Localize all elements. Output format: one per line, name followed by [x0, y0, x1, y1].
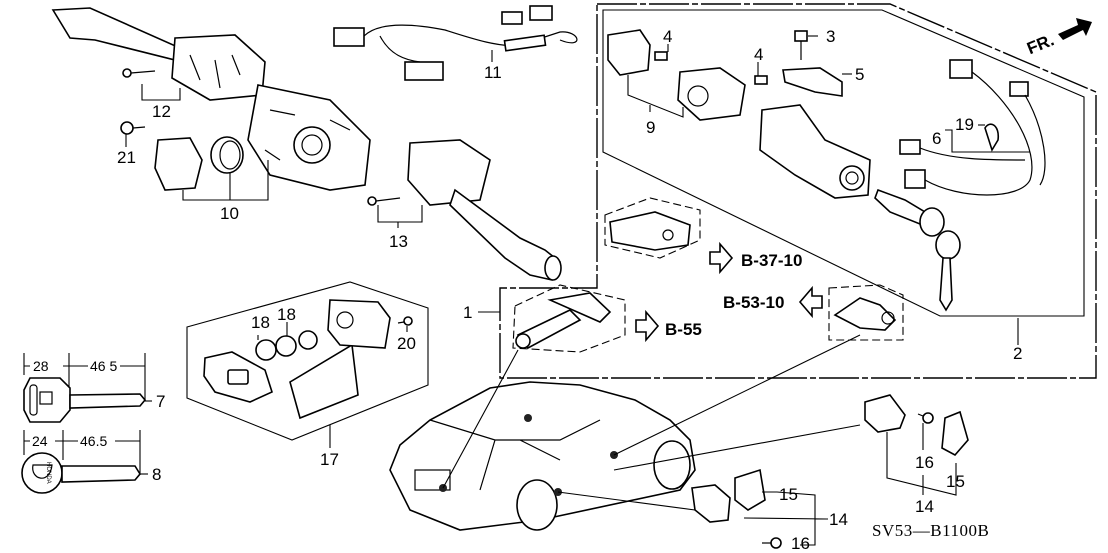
callout-13[interactable]: 13 — [389, 232, 408, 251]
callout-5[interactable]: 5 — [855, 65, 864, 84]
part-door-switch-front — [864, 394, 969, 457]
part-cable-reel — [154, 136, 244, 191]
callout-6[interactable]: 6 — [932, 129, 941, 148]
part-screw-20 — [397, 316, 413, 326]
front-arrow-icon — [1058, 18, 1092, 40]
part-ignition-switch-9 — [607, 29, 746, 121]
part-trunk-cylinder — [512, 284, 626, 353]
key-brand-label: HONDA — [45, 462, 51, 484]
reference-b-55: B-55 — [665, 320, 702, 339]
group-frame-keyless — [186, 281, 429, 441]
callout-4b[interactable]: 4 — [754, 45, 763, 64]
leader-13 — [377, 205, 423, 228]
callout-4a[interactable]: 4 — [663, 27, 672, 46]
part-combination-switch-body — [247, 84, 371, 191]
part-wire-harness-6 — [899, 59, 1046, 196]
dim-key8-head: 24 — [32, 433, 48, 449]
ref-arrow-b-55: B-55 — [635, 309, 702, 343]
callout-12[interactable]: 12 — [152, 102, 171, 121]
leader-10 — [182, 160, 269, 201]
part-remote-case — [327, 299, 391, 349]
group-frame-ignition — [499, 3, 1097, 379]
group-inner-frame — [602, 9, 1085, 317]
callout-1[interactable]: 1 — [463, 303, 472, 322]
leaders-keyless — [257, 322, 408, 448]
part-door-cylinder — [828, 284, 904, 341]
part-ignition-keys — [874, 188, 961, 312]
car-marker-roof — [524, 414, 532, 422]
callout-15a[interactable]: 15 — [779, 485, 798, 504]
diagram-code: SV53—B1100B — [872, 521, 989, 540]
vehicle-outline — [389, 381, 696, 531]
part-bolt-16-front — [917, 412, 934, 424]
leader-9 — [627, 75, 684, 118]
part-door-switch-rear — [691, 468, 766, 523]
callout-19[interactable]: 19 — [955, 115, 974, 134]
callout-20[interactable]: 20 — [397, 334, 416, 353]
callout-18b[interactable]: 18 — [277, 305, 296, 324]
front-direction-indicator: FR. — [1024, 18, 1092, 58]
callout-14b[interactable]: 14 — [915, 497, 934, 516]
part-steering-lock — [759, 104, 871, 199]
ref-arrow-b-53-10: B-53-10 — [723, 285, 823, 319]
callout-7[interactable]: 7 — [156, 392, 165, 411]
part-clamp-5 — [782, 67, 843, 97]
part-keyless-remote — [203, 343, 359, 420]
part-screw-12 — [122, 68, 156, 78]
part-wire-harness-11 — [333, 5, 578, 81]
reference-b-53-10: B-53-10 — [723, 293, 784, 312]
car-leaders — [442, 334, 861, 511]
part-glove-box-lock — [604, 197, 701, 259]
leader-6 — [945, 129, 1030, 153]
callout-2[interactable]: 2 — [1013, 344, 1022, 363]
callout-3[interactable]: 3 — [826, 27, 835, 46]
callout-9[interactable]: 9 — [646, 118, 655, 137]
dim-key7-head: 28 — [33, 358, 49, 374]
part-screw-13 — [367, 196, 401, 206]
callout-8[interactable]: 8 — [152, 465, 161, 484]
callout-11[interactable]: 11 — [484, 63, 502, 82]
callout-18a[interactable]: 18 — [251, 313, 270, 332]
part-lighting-switch — [51, 7, 266, 101]
callout-10[interactable]: 10 — [220, 204, 239, 223]
key-7 — [23, 353, 152, 423]
part-battery-18a — [255, 339, 277, 361]
callout-17[interactable]: 17 — [320, 450, 339, 469]
dim-key8-blade: 46.5 — [80, 433, 107, 449]
part-bolt-3 — [794, 30, 808, 60]
ref-arrow-b-37-10: B-37-10 — [709, 241, 802, 275]
leader-rear-14-15-16 — [743, 491, 828, 546]
part-battery-18b — [275, 335, 297, 357]
callout-21[interactable]: 21 — [117, 148, 136, 167]
leader-front-14-15-16 — [886, 423, 957, 496]
leader-12 — [141, 84, 181, 101]
part-bolt-16-rear — [762, 537, 782, 549]
part-bulb-4b — [754, 75, 768, 85]
part-bulb-4a — [654, 51, 668, 61]
reference-b-37-10: B-37-10 — [741, 251, 802, 270]
callout-16b[interactable]: 16 — [915, 453, 934, 472]
part-bolt-21 — [120, 121, 146, 135]
dim-key7-blade: 46 5 — [90, 358, 117, 374]
callout-15b[interactable]: 15 — [946, 472, 965, 491]
key-8 — [21, 430, 148, 494]
part-seal — [298, 330, 318, 350]
direction-label: FR. — [1024, 30, 1057, 58]
part-wiper-switch — [407, 139, 562, 281]
callout-14a[interactable]: 14 — [829, 510, 848, 529]
callout-16a[interactable]: 16 — [791, 534, 810, 553]
